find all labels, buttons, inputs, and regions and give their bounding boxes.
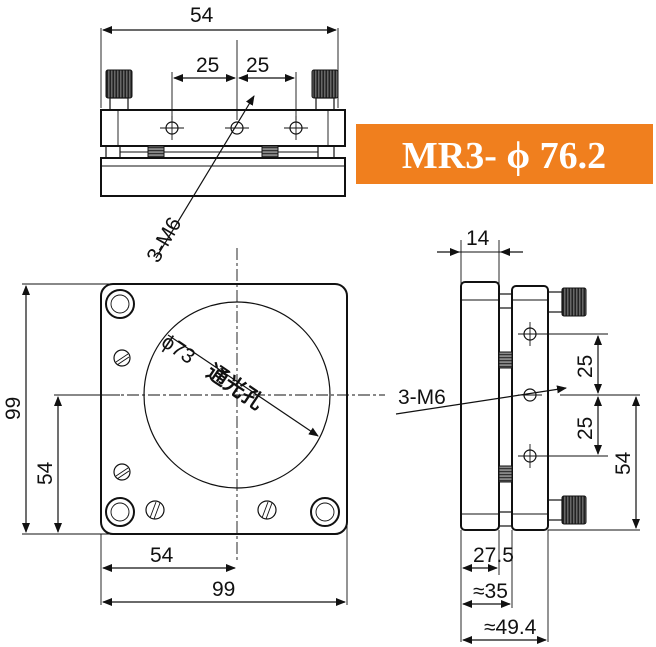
aperture-label: 通光孔 bbox=[202, 360, 267, 414]
front-height-dim: 99 bbox=[2, 397, 25, 420]
side-spring-lower bbox=[498, 465, 513, 483]
badge-background bbox=[356, 124, 653, 184]
adjuster-knob-left bbox=[105, 69, 133, 99]
spring-right bbox=[261, 145, 279, 159]
side-front-plate bbox=[460, 281, 500, 531]
screw-bottom-center bbox=[145, 500, 165, 520]
side-upper-spacing-dim: 25 bbox=[574, 355, 597, 378]
top-right-spacing-dim: 25 bbox=[246, 54, 269, 77]
screw-lower bbox=[113, 463, 131, 481]
side-thickness-dim: 14 bbox=[466, 227, 490, 250]
side-knob-upper bbox=[561, 287, 587, 317]
screw-upper bbox=[113, 349, 131, 367]
top-view: 54 25 25 bbox=[100, 4, 346, 267]
side-view: 14 3-M6 25 bbox=[395, 227, 640, 644]
aperture-dim: ϕ73 bbox=[157, 330, 199, 369]
side-thread-label: 3-M6 bbox=[398, 386, 446, 409]
side-dim-b: ≈35 bbox=[473, 580, 508, 603]
side-spring-upper bbox=[498, 351, 513, 369]
badge-label: MR3- ϕ 76.2 bbox=[402, 135, 606, 177]
side-back-plate bbox=[511, 285, 549, 531]
side-lower-spacing-dim: 25 bbox=[574, 417, 597, 440]
side-knob-lower bbox=[561, 495, 587, 525]
corner-hole-bottom-right bbox=[310, 497, 340, 527]
side-hole-height-dim: 54 bbox=[612, 451, 635, 475]
screw-bottom-right bbox=[257, 500, 277, 520]
top-width-dim: 54 bbox=[190, 4, 214, 27]
model-badge: MR3- ϕ 76.2 bbox=[356, 124, 653, 184]
side-dim-a: 27.5 bbox=[473, 544, 514, 567]
clear-aperture bbox=[143, 301, 331, 489]
adjuster-knob-right bbox=[311, 69, 339, 99]
front-view: ϕ73 通光孔 bbox=[2, 248, 385, 606]
spring-left bbox=[147, 145, 165, 159]
corner-hole-top-left bbox=[105, 289, 135, 319]
front-width-dim: 99 bbox=[212, 578, 235, 601]
top-thread-label: 3-M6 bbox=[142, 214, 186, 267]
corner-hole-bottom-left bbox=[105, 497, 135, 527]
front-hole-width-dim: 54 bbox=[150, 544, 174, 567]
top-left-spacing-dim: 25 bbox=[196, 54, 219, 77]
front-plate bbox=[100, 283, 348, 535]
side-dim-c: ≈49.4 bbox=[484, 616, 537, 639]
front-hole-height-dim: 54 bbox=[34, 461, 57, 485]
